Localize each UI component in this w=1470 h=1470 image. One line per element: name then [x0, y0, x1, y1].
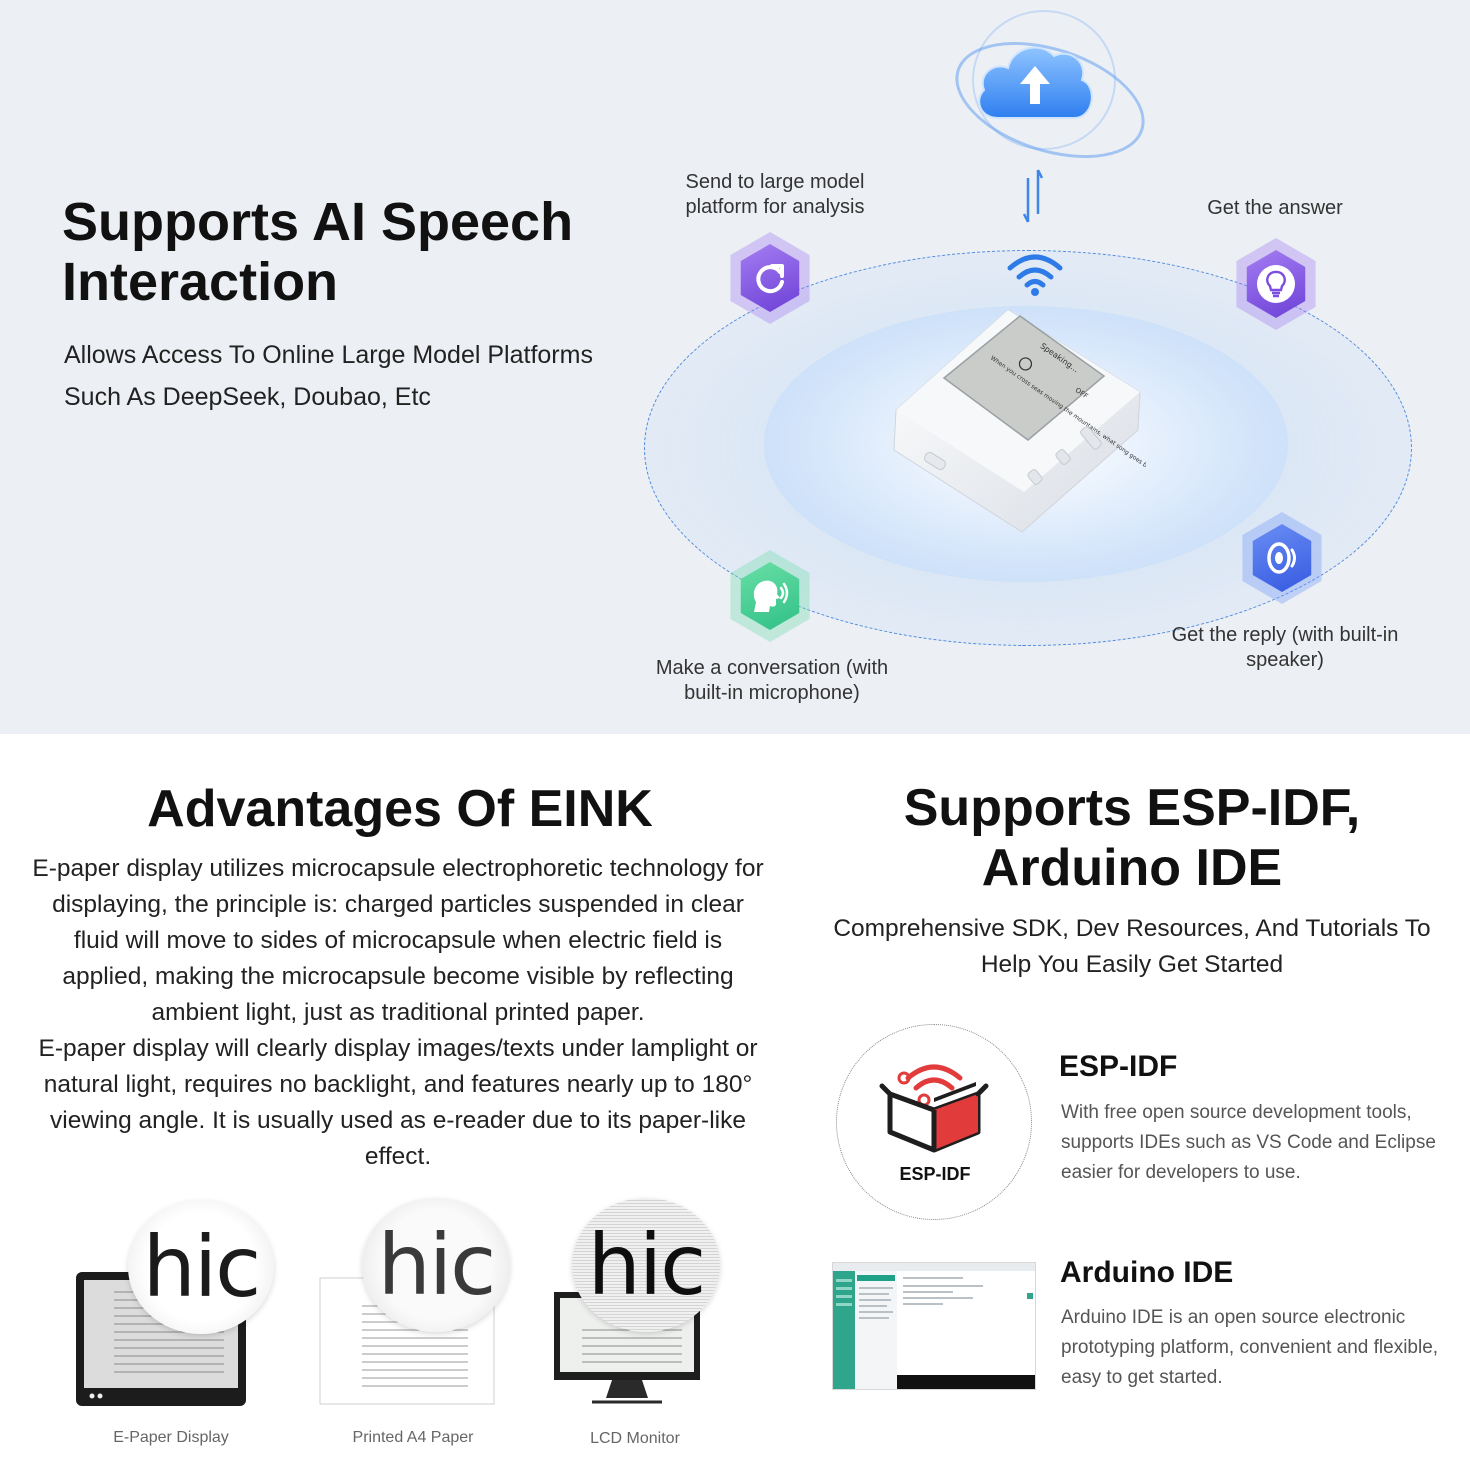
sdk-subtitle: Comprehensive SDK, Dev Resources, And Tu…	[833, 915, 1431, 978]
lcd-monitor-illustration	[554, 1292, 700, 1404]
arduino-ide-title: Arduino IDE	[1060, 1256, 1234, 1289]
eink-paragraph-1: E-paper display utilizes microcapsule el…	[32, 855, 764, 1026]
send-label: Send to large model platform for analysi…	[685, 171, 865, 218]
upload-cloud-icon	[978, 46, 1093, 119]
ai-speech-section: Supports AI Speech Interaction Allows Ac…	[0, 0, 1470, 734]
speaking-head-icon	[753, 580, 789, 612]
updown-arrows-icon	[1022, 169, 1044, 223]
lcd-label: LCD Monitor	[590, 1430, 680, 1447]
lcd-zoom-text: hic	[587, 1216, 707, 1314]
arduino-ide-description: Arduino IDE is an open source electronic…	[1061, 1307, 1439, 1388]
hero-title: Supports AI Speech Interaction	[62, 192, 574, 312]
eink-device: Speaking... OFF When you cross seas movi…	[893, 309, 1146, 533]
esp-idf-logo-icon	[879, 1064, 989, 1153]
cloud-orbit-ring	[972, 10, 1116, 150]
refresh-icon	[756, 264, 784, 294]
sdk-title: Supports ESP-IDF, Arduino IDE	[903, 779, 1361, 897]
lightbulb-icon	[1257, 265, 1295, 303]
answer-label: Get the answer	[1207, 197, 1343, 219]
esp-idf-title: ESP-IDF	[1059, 1050, 1178, 1083]
epaper-zoom: hic	[128, 1200, 274, 1334]
eink-paragraph-2: E-paper display will clearly display ima…	[38, 1035, 758, 1170]
a4-label: Printed A4 Paper	[352, 1429, 474, 1446]
speaker-icon	[1267, 542, 1296, 574]
get-reply-node	[1242, 512, 1322, 604]
reply-label: Get the reply (with built-in speaker)	[1171, 624, 1399, 671]
epaper-label: E-Paper Display	[113, 1429, 229, 1446]
get-answer-node	[1236, 238, 1316, 330]
conversation-label: Make a conversation (with built-in micro…	[655, 657, 889, 704]
arduino-ide-screenshot	[832, 1262, 1036, 1390]
lcd-zoom: hic	[572, 1198, 720, 1332]
hero-subtitle: Allows Access To Online Large Model Plat…	[64, 341, 593, 411]
epaper-zoom-text: hic	[142, 1218, 262, 1316]
a4-zoom-text: hic	[377, 1216, 497, 1314]
eink-title: Advantages Of EINK	[147, 780, 653, 838]
a4-zoom: hic	[362, 1198, 510, 1332]
wifi-icon	[1007, 254, 1063, 296]
esp-idf-description: With free open source development tools,…	[1061, 1102, 1436, 1183]
esp-idf-badge-label: ESP-IDF	[899, 1164, 971, 1184]
arduino-ide-window	[833, 1263, 1035, 1389]
